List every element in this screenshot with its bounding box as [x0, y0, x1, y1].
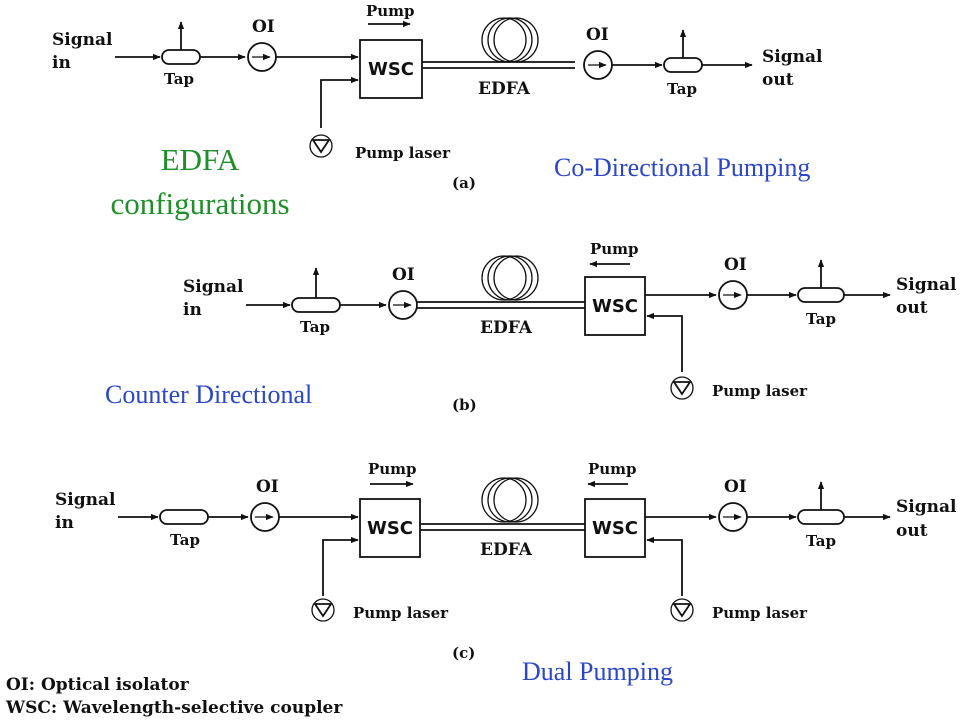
- wsc-c2: [584, 498, 646, 558]
- config-c: Signal in Tap OI Pump WSC Pump laser EDF…: [55, 460, 957, 662]
- diagram-title-line2: configurations: [110, 186, 289, 221]
- config-tag-c: (c): [452, 644, 475, 662]
- tap-label-b1: Tap: [300, 318, 330, 336]
- edfa-label-b: EDFA: [480, 318, 533, 338]
- signal-out-label-b1: Signal: [896, 275, 957, 295]
- oi-label-b2: OI: [724, 255, 747, 275]
- wsc-b: [584, 276, 646, 336]
- signal-in-label-a2: in: [52, 53, 71, 73]
- signal-in-label-c2: in: [55, 513, 74, 533]
- signal-in-label-a1: Signal: [52, 30, 113, 50]
- tap-label-b2: Tap: [806, 310, 836, 328]
- pump-label-c1: Pump: [368, 460, 417, 478]
- wsc-label-a: WSC: [368, 59, 414, 80]
- edfa-label-c: EDFA: [480, 540, 533, 560]
- edfa-label-a: EDFA: [478, 79, 531, 99]
- pump-label-b: Pump: [590, 240, 639, 258]
- edfa-coil-c: [481, 477, 539, 523]
- tap-coupler-b1: [291, 297, 341, 313]
- tap-coupler-a1: [161, 49, 201, 65]
- tap-label-a2: Tap: [667, 80, 697, 98]
- oi-label-c1: OI: [256, 477, 279, 497]
- config-b: Signal in Tap OI EDFA Pump WSC Pump lase…: [183, 240, 957, 414]
- signal-in-label-b1: Signal: [183, 277, 244, 297]
- wsc-label-b: WSC: [592, 296, 638, 317]
- pump-laser-a: [311, 139, 331, 154]
- pump-label-c2: Pump: [588, 460, 637, 478]
- signal-out-label-b2: out: [896, 298, 928, 318]
- oi-label-b1: OI: [392, 265, 415, 285]
- wsc-a: [359, 39, 423, 99]
- signal-out-label-a1: Signal: [762, 47, 823, 67]
- tap-coupler-a2: [663, 57, 703, 73]
- tap-coupler-c2: [797, 509, 845, 525]
- pump-laser-label-a: Pump laser: [355, 144, 451, 162]
- oi-label-c2: OI: [724, 477, 747, 497]
- signal-out-label-c1: Signal: [896, 497, 957, 517]
- tap-label-c2: Tap: [806, 532, 836, 550]
- pump-laser-label-c2: Pump laser: [712, 604, 808, 622]
- legend-wsc: WSC: Wavelength-selective coupler: [5, 698, 343, 718]
- oi-label-a2: OI: [586, 25, 609, 45]
- wsc-label-c2: WSC: [592, 518, 638, 539]
- config-a: Signal in Tap OI Pump WSC Pump laser EDF…: [52, 2, 823, 192]
- pump-laser-label-b: Pump laser: [712, 382, 808, 400]
- edfa-coil-a: [481, 17, 539, 63]
- tap-label-c1: Tap: [170, 531, 200, 549]
- legend-oi: OI: Optical isolator: [6, 675, 190, 695]
- wsc-label-c1: WSC: [367, 518, 413, 539]
- tap-coupler-c1: [159, 509, 209, 525]
- signal-out-label-a2: out: [762, 70, 794, 90]
- signal-in-label-c1: Signal: [55, 490, 116, 510]
- signal-out-label-c2: out: [896, 521, 928, 541]
- optical-isolator-b1: [388, 290, 418, 320]
- diagram-title-line1: EDFA: [161, 142, 240, 177]
- signal-in-label-b2: in: [183, 300, 202, 320]
- pump-label-a: Pump: [366, 2, 415, 20]
- pump-laser-b: [672, 381, 692, 396]
- wsc-c1: [359, 498, 421, 558]
- tap-label-a1: Tap: [164, 70, 194, 88]
- edfa-coil-b: [481, 255, 539, 301]
- tap-coupler-b2: [797, 287, 845, 303]
- config-tag-b: (b): [452, 396, 477, 414]
- caption-counter-directional: Counter Directional: [105, 380, 312, 409]
- config-tag-a: (a): [452, 174, 476, 192]
- pump-laser-c1: [313, 603, 333, 618]
- caption-dual-pumping: Dual Pumping: [522, 657, 673, 686]
- pump-laser-c2: [672, 603, 692, 618]
- caption-co-directional: Co-Directional Pumping: [554, 153, 810, 182]
- pump-laser-label-c1: Pump laser: [353, 604, 449, 622]
- oi-label-a1: OI: [252, 17, 275, 37]
